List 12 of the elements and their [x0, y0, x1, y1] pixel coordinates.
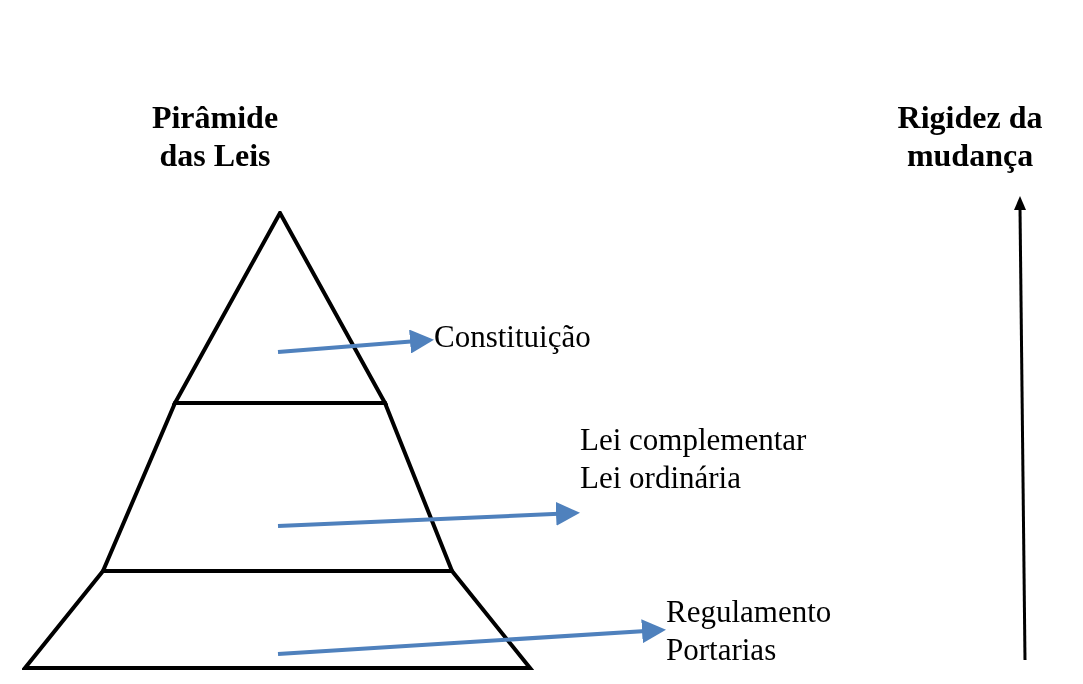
law-type-text: Lei ordinária: [580, 459, 742, 497]
pyramid-top-tier: [172, 211, 388, 405]
arrow: [277, 329, 434, 354]
column-heading: Pirâmide das Leis: [150, 98, 280, 174]
law-type-text: Constituição: [434, 318, 592, 356]
law-type-text: Portarias: [666, 631, 778, 669]
arrow: [277, 619, 666, 656]
column-heading: Rigidez da mudança: [896, 98, 1044, 174]
law-type-text: Regulamento: [666, 593, 833, 631]
arrow: [277, 501, 580, 528]
pyramid-tier: [22, 569, 534, 670]
law-type-text: Lei complementar: [580, 421, 808, 459]
